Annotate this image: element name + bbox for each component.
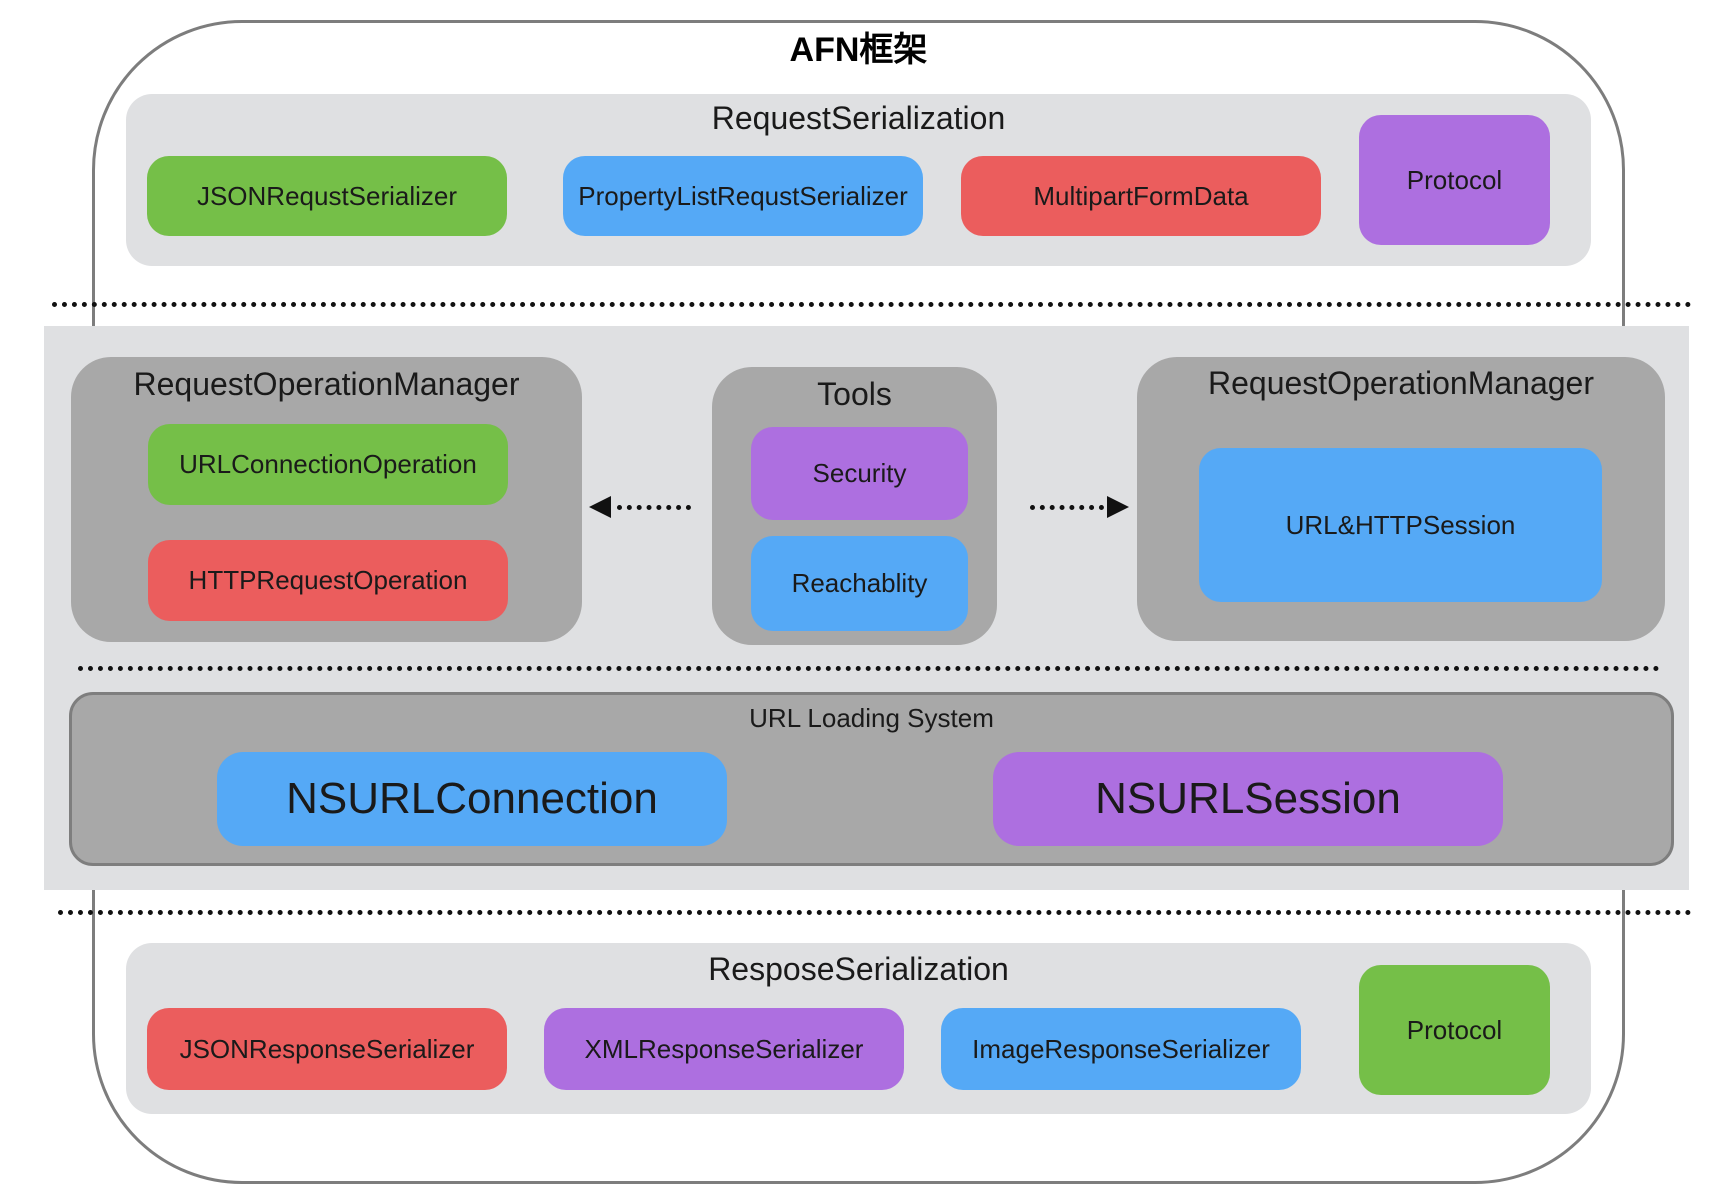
nsurlsession-box: NSURLSession [993,752,1503,846]
xml-response-serializer-box: XMLResponseSerializer [544,1008,904,1090]
json-request-serializer-box: JSONRequstSerializer [147,156,507,236]
url-loading-system-label: URL Loading System [749,703,994,733]
arrow-left-head [589,496,611,518]
response-serialization-label: ResposeSerialization [708,951,1009,987]
url-http-session-box: URL&HTTPSession [1199,448,1602,602]
request-protocol-box: Protocol [1359,115,1550,245]
arrow-right-head [1107,496,1129,518]
property-list-request-serializer-box: PropertyListRequstSerializer [563,156,923,236]
image-response-serializer-box: ImageResponseSerializer [941,1008,1301,1090]
reachablity-box: Reachablity [751,536,968,631]
left-request-operation-manager-label: RequestOperationManager [133,366,520,402]
http-request-operation-box: HTTPRequestOperation [148,540,508,621]
separator-middle [78,666,1660,671]
separator-bottom [58,910,1692,915]
multipart-form-data-box: MultipartFormData [961,156,1321,236]
tools-label: Tools [817,376,892,412]
diagram-title: AFN框架 [789,31,928,69]
nsurlconnection-box: NSURLConnection [217,752,727,846]
url-connection-operation-box: URLConnectionOperation [148,424,508,505]
security-box: Security [751,427,968,520]
separator-top [52,302,1692,307]
response-protocol-box: Protocol [1359,965,1550,1095]
arrow-left-dots [617,505,691,510]
right-request-operation-manager-label: RequestOperationManager [1207,365,1594,401]
request-serialization-label: RequestSerialization [711,100,1006,136]
json-response-serializer-box: JSONResponseSerializer [147,1008,507,1090]
arrow-right-dots [1030,505,1104,510]
